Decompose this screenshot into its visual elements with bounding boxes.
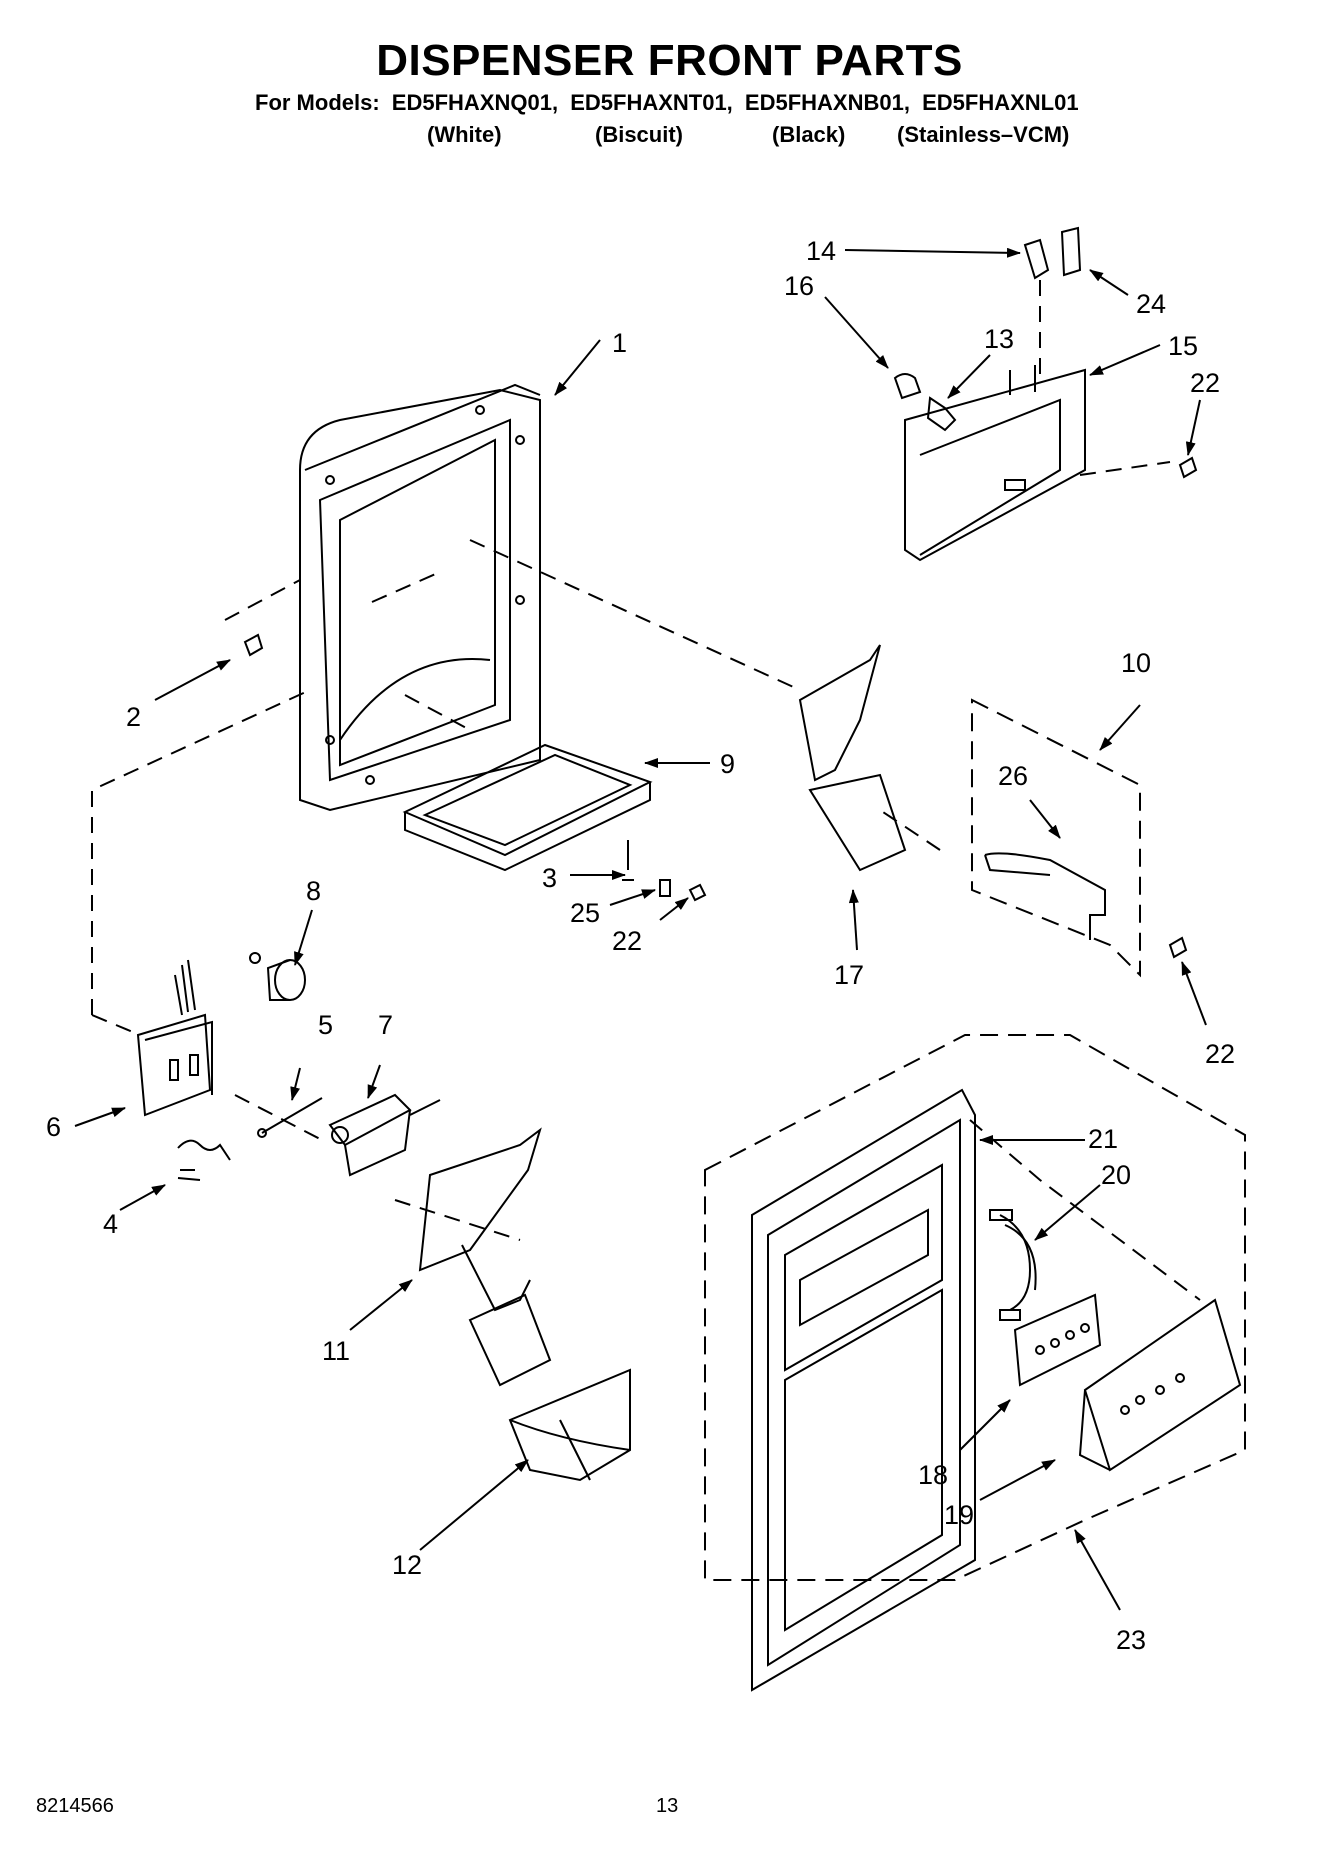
- callout-label: 7: [378, 1010, 393, 1040]
- model-number: ED5FHAXNB01,: [744, 90, 910, 115]
- assembly-leader-lines: [91, 280, 1201, 1301]
- motor-part: [249, 952, 306, 1001]
- callout-label: 20: [1101, 1160, 1131, 1190]
- pivot-rod-part: [257, 1097, 323, 1138]
- drip-tray-part: [402, 743, 653, 872]
- ice-chute-cup-part: [508, 1368, 631, 1482]
- light-bulb-part: [893, 373, 922, 400]
- page-number: 13: [656, 1795, 679, 1817]
- model-variant: (Black): [772, 122, 846, 147]
- model-variant: (White): [427, 122, 502, 147]
- control-box-part: [136, 959, 213, 1117]
- dispenser-housing-part: [299, 383, 541, 812]
- water-lever-part: [798, 644, 907, 872]
- models-prefix: For Models:: [255, 90, 380, 115]
- callout-label: 1: [612, 328, 627, 358]
- control-board-part: [1013, 1293, 1102, 1387]
- callout-labels: 1 2 3 4 5 6 7 8 9 10 11 12 13 14 15 16 1…: [46, 236, 1235, 1655]
- callout-label: 16: [784, 271, 814, 301]
- callout-label: 2: [126, 702, 141, 732]
- callout-label: 3: [542, 863, 557, 893]
- callout-label: 17: [834, 960, 864, 990]
- dashed-box-10: [971, 698, 1141, 978]
- dispenser-front-part: [751, 1088, 976, 1692]
- module-bracket-part: [904, 365, 1086, 562]
- callout-label: 6: [46, 1112, 61, 1142]
- wire-harness-part: [989, 1209, 1037, 1321]
- model-variant: (Stainless–VCM): [897, 122, 1070, 147]
- callout-arrows: [74, 247, 1207, 1611]
- callout-label: 26: [998, 761, 1028, 791]
- callout-label: 22: [612, 926, 642, 956]
- callout-label: 11: [322, 1336, 350, 1366]
- callout-label: 19: [944, 1500, 974, 1530]
- cover-plate-part: [1060, 226, 1082, 277]
- callout-label: 4: [103, 1209, 118, 1239]
- callout-label: 14: [806, 236, 836, 266]
- callout-label: 8: [306, 876, 321, 906]
- callout-label: 12: [392, 1550, 422, 1580]
- callout-label: 25: [570, 898, 600, 928]
- door-actuator-part: [328, 1093, 441, 1177]
- callout-label: 10: [1121, 648, 1151, 678]
- model-number: ED5FHAXNL01: [922, 90, 1079, 115]
- callout-label: 24: [1136, 289, 1166, 319]
- models-line: For Models: ED5FHAXNQ01, ED5FHAXNT01, ED…: [255, 90, 1085, 116]
- ice-actuator-lever-part: [418, 1127, 552, 1387]
- callout-label: 23: [1116, 1625, 1146, 1655]
- callout-label: 9: [720, 749, 735, 779]
- springs-part: [177, 1139, 231, 1181]
- callout-label: 18: [918, 1460, 948, 1490]
- callout-label: 5: [318, 1010, 333, 1040]
- page-title: DISPENSER FRONT PARTS: [376, 36, 963, 85]
- model-variant: (Biscuit): [595, 122, 683, 147]
- model-number: ED5FHAXNQ01,: [391, 90, 559, 115]
- callout-label: 13: [984, 324, 1014, 354]
- callout-label: 22: [1205, 1039, 1235, 1069]
- thermistor-part: [1023, 238, 1050, 280]
- callout-label: 22: [1190, 368, 1220, 398]
- light-socket-part: [926, 396, 957, 432]
- control-panel-overlay-part: [1078, 1298, 1242, 1472]
- small-parts: [243, 456, 1198, 959]
- callout-label: 21: [1088, 1124, 1118, 1154]
- callout-label: 15: [1168, 331, 1198, 361]
- model-number: ED5FHAXNT01,: [570, 90, 733, 115]
- water-tube-bracket-part: [984, 852, 1106, 940]
- document-number: 8214566: [36, 1795, 114, 1817]
